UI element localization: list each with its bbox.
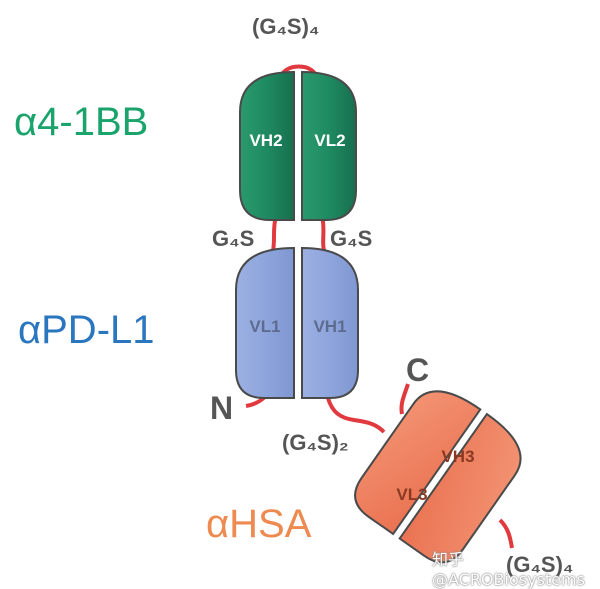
- vl1-domain: [235, 246, 295, 399]
- watermark: 知乎 @ACROBiosystems: [432, 550, 585, 589]
- vh1-label: VH1: [313, 317, 346, 336]
- linker-c-line: [399, 383, 410, 415]
- linker-hsa-line: [326, 397, 386, 434]
- vh3-label: VH3: [441, 447, 474, 466]
- linker-bottom-label: (G₄S)₄: [506, 552, 574, 577]
- linker-hsa-label: (G₄S)₂: [282, 430, 349, 455]
- target-label-4-1bb: α4-1BB: [14, 100, 149, 144]
- vh3-domain: [398, 412, 522, 564]
- vl3-domain: [354, 390, 482, 536]
- target-label-pd-l1: αPD-L1: [18, 308, 155, 352]
- vl1-label: VL1: [249, 317, 280, 336]
- vh2-domain: [239, 70, 295, 221]
- linker-bottom-line: [498, 518, 514, 549]
- vl3-label: VL3: [396, 485, 427, 504]
- c-terminus-label: C: [406, 352, 430, 388]
- n-terminus-label: N: [210, 390, 234, 426]
- vh2-label: VH2: [249, 131, 282, 150]
- vh1-domain: [301, 246, 359, 399]
- vl2-domain: [301, 70, 357, 221]
- linker-left-mid-label: G₄S: [212, 226, 255, 251]
- vl2-label: VL2: [314, 131, 345, 150]
- linker-right-mid-label: G₄S: [330, 226, 373, 251]
- target-label-hsa: αHSA: [206, 502, 312, 546]
- linker-top-label: (G₄S)₄: [252, 14, 320, 39]
